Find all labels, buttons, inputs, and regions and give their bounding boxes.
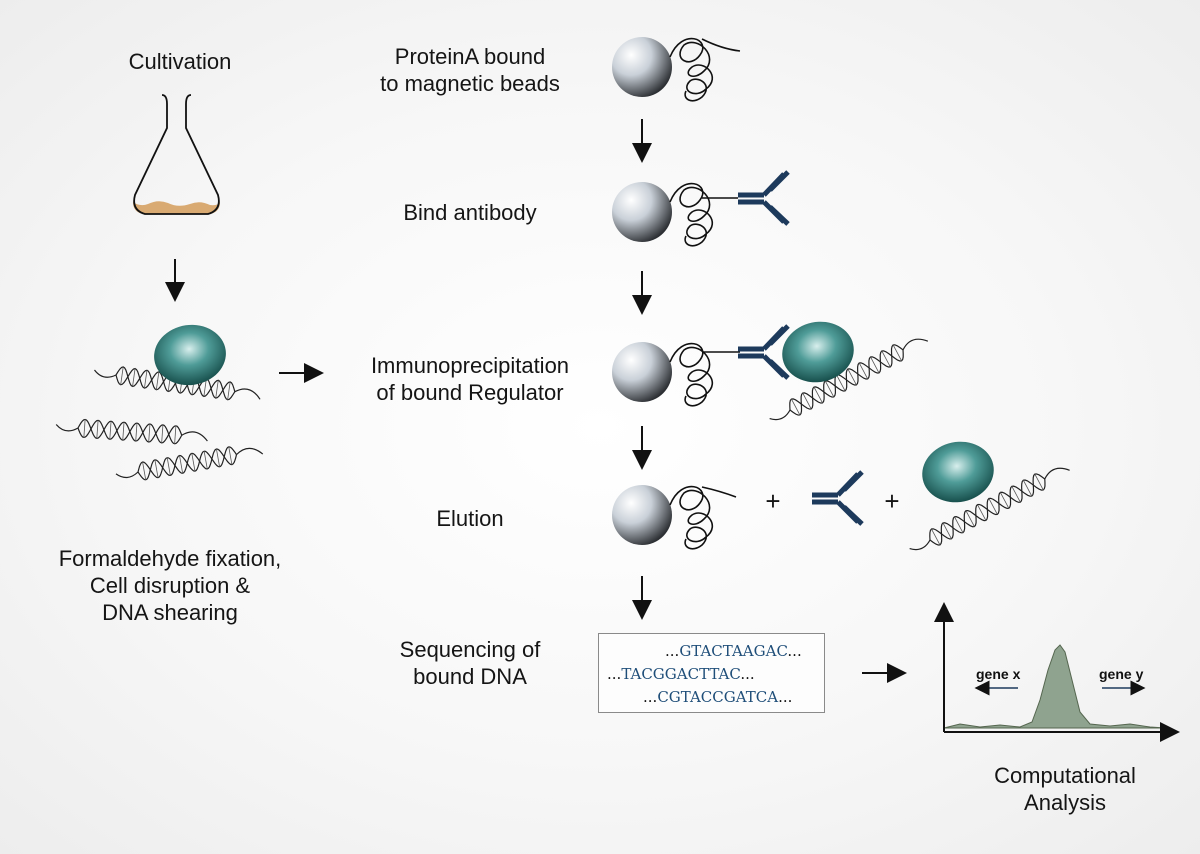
cultivation-text: Cultivation: [128, 49, 232, 74]
antibody-icon: [738, 170, 790, 226]
antibody-icon: [738, 324, 790, 380]
proteinA-line-2: to magnetic beads: [380, 71, 560, 96]
sequence-read: ...CGTACCGATCA...: [643, 688, 793, 706]
binding-peak: [943, 644, 1167, 729]
analysis-line-2: Analysis: [1024, 790, 1106, 815]
bind-antibody-text: Bind antibody: [403, 200, 537, 225]
sequence-read: ...GTACTAAGAC...: [665, 642, 802, 660]
immunoprecipitation-label: Immunoprecipitation of bound Regulator: [340, 352, 600, 406]
cultivation-label: Cultivation: [105, 48, 255, 75]
proteinA-label: ProteinA bound to magnetic beads: [340, 43, 600, 97]
bound-dna-helix: [769, 338, 929, 421]
regulator-protein-icon: [782, 321, 854, 383]
sequence-read: ...TACGGACTTAC...: [607, 665, 755, 683]
analysis-line-1: Computational: [994, 763, 1136, 788]
magnetic-bead-icon: [612, 37, 672, 97]
sequencing-label: Sequencing of bound DNA: [360, 636, 580, 690]
fixation-label: Formaldehyde fixation, Cell disruption &…: [20, 545, 320, 626]
flask-icon: [133, 94, 220, 215]
gene-x-label: gene x: [976, 666, 1021, 682]
bead-with-proteinA: [612, 485, 737, 550]
sheared-dna-fragments: [55, 366, 264, 481]
elution-label: Elution: [400, 505, 540, 532]
dna-helix-fragment: [55, 418, 208, 445]
sequence-reads-box: ...GTACTAAGAC... ...TACGGACTTAC... ...CG…: [598, 633, 825, 713]
bind-antibody-label: Bind antibody: [370, 199, 570, 226]
proteinA-chain-icon: [669, 37, 714, 102]
elution-text: Elution: [436, 506, 504, 531]
computational-analysis-label: Computational Analysis: [960, 762, 1170, 816]
magnetic-bead-icon: [612, 342, 672, 402]
magnetic-bead-icon: [612, 485, 672, 545]
antibody-icon: [812, 470, 864, 526]
sequencing-line-2: bound DNA: [413, 664, 527, 689]
regulator-protein-icon: [922, 441, 994, 503]
magnetic-bead-icon: [612, 182, 672, 242]
gene-y-label: gene y: [1099, 666, 1144, 682]
elution-plus-sign: +: [884, 486, 900, 516]
fixation-line-3: DNA shearing: [102, 600, 238, 625]
fixation-line-1: Formaldehyde fixation,: [58, 546, 282, 571]
bead-with-proteinA: [612, 342, 740, 407]
bead-with-proteinA: [612, 37, 741, 102]
ip-line-2: of bound Regulator: [376, 380, 564, 405]
proteinA-chain-icon: [669, 182, 714, 247]
regulator-protein-icon: [154, 324, 226, 386]
proteinA-chain-icon: [669, 342, 714, 407]
elution-plus-sign: +: [765, 486, 781, 516]
dna-helix-fragment: [115, 446, 264, 481]
sequencing-line-1: Sequencing of: [399, 637, 541, 662]
eluted-dna-helix: [909, 467, 1070, 551]
peak-plot: [934, 602, 1180, 742]
fixation-line-2: Cell disruption &: [89, 573, 251, 598]
bead-with-proteinA: [612, 182, 738, 247]
proteinA-line-1: ProteinA bound: [394, 44, 546, 69]
ip-line-1: Immunoprecipitation: [370, 353, 570, 378]
proteinA-chain-icon: [669, 485, 714, 550]
